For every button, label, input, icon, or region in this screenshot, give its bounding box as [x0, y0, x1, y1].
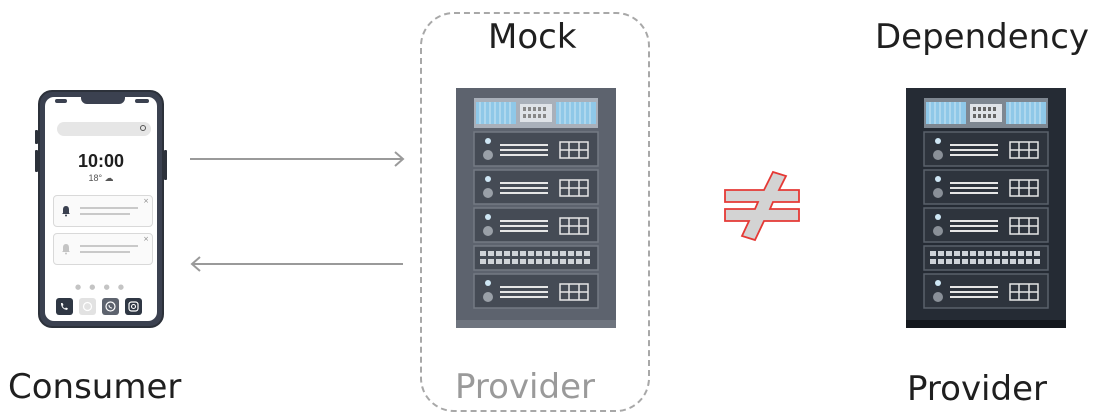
phone-search-bar	[57, 122, 151, 136]
mock-label: Mock	[488, 17, 577, 57]
bell-icon	[62, 244, 70, 255]
not-equal-icon	[724, 170, 800, 242]
instagram-app-icon	[125, 298, 142, 315]
mock-boundary	[420, 12, 650, 412]
real-server-rack-icon	[906, 88, 1066, 328]
whatsapp-app-icon	[102, 298, 119, 315]
phone-screen: 10:00 18° ☁ × × ● ● ● ●	[45, 97, 157, 321]
notification-card: ×	[53, 195, 153, 227]
consumer-label: Consumer	[8, 367, 182, 407]
request-arrow	[190, 151, 405, 167]
mock-server-rack-icon	[456, 88, 616, 328]
response-arrow	[190, 256, 403, 272]
phone-clock: 10:00	[77, 151, 125, 171]
search-icon	[140, 125, 146, 131]
message-app-icon	[79, 298, 96, 315]
phone-app-icon	[56, 298, 73, 315]
notification-card: ×	[53, 233, 153, 265]
phone-weather: 18° ☁	[88, 173, 114, 183]
mock-provider-label: Provider	[455, 367, 595, 407]
smartphone-icon: 10:00 18° ☁ × × ● ● ● ●	[35, 90, 167, 330]
dependency-label: Dependency	[875, 17, 1090, 57]
page-dots: ● ● ● ●	[74, 283, 128, 291]
provider-label: Provider	[907, 369, 1047, 409]
bell-icon	[62, 206, 70, 217]
